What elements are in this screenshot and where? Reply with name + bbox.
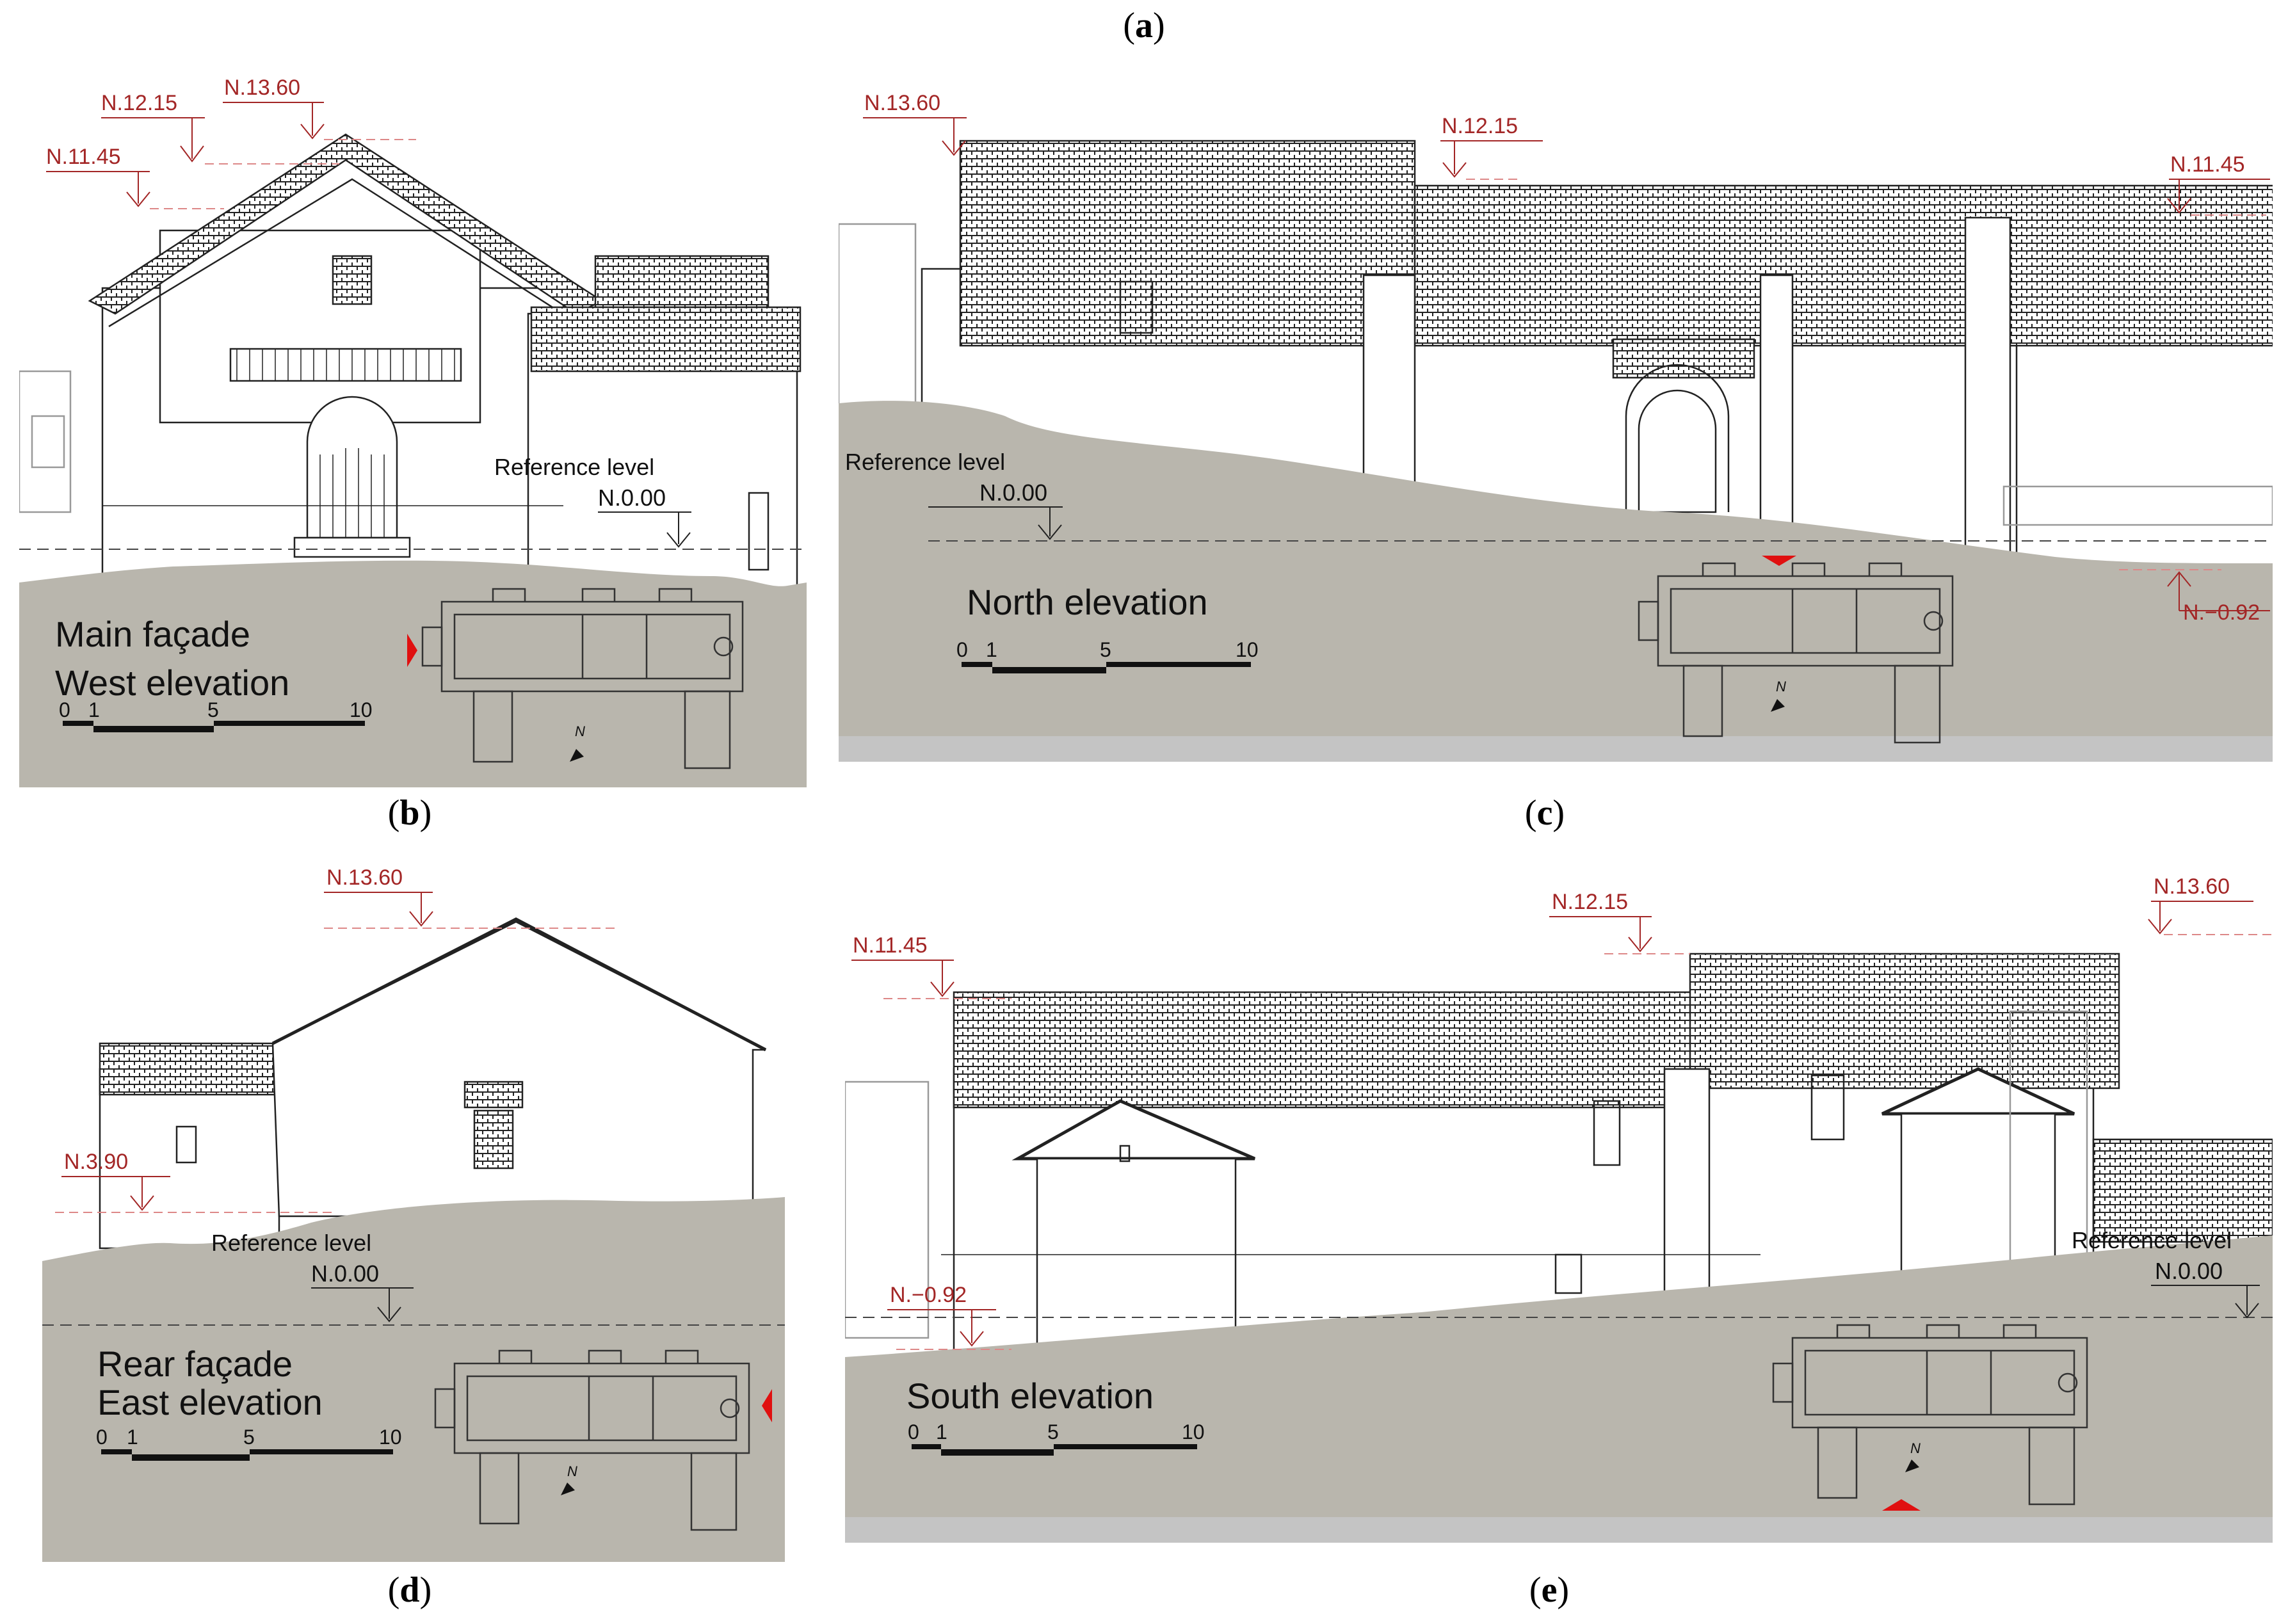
- svg-text:5: 5: [207, 698, 219, 721]
- level-marker-n11-45: N.11.45: [2167, 152, 2270, 216]
- svg-text:N.12.15: N.12.15: [101, 91, 177, 115]
- panel-c-title: North elevation: [967, 582, 1208, 622]
- svg-text:N.12.15: N.12.15: [1552, 890, 1628, 914]
- svg-text:5: 5: [243, 1426, 255, 1449]
- ground-fill: [839, 401, 2273, 762]
- caption-c: (c): [1524, 793, 1565, 833]
- view-direction-marker: [762, 1389, 772, 1422]
- svg-text:5: 5: [1100, 638, 1111, 661]
- svg-text:N: N: [1910, 1440, 1921, 1456]
- svg-text:1: 1: [127, 1426, 138, 1449]
- svg-text:1: 1: [986, 638, 997, 661]
- panel-b-west-elevation: N.12.15 N.13.60 N.11.45 Reference level …: [19, 70, 807, 787]
- svg-text:0: 0: [96, 1426, 108, 1449]
- svg-text:N.13.60: N.13.60: [326, 865, 403, 890]
- view-direction-marker: [1882, 1499, 1921, 1511]
- caption-d: (d): [387, 1570, 432, 1610]
- panel-e-title: South elevation: [906, 1376, 1154, 1416]
- svg-text:10: 10: [1182, 1420, 1205, 1443]
- svg-text:N.0.00: N.0.00: [311, 1260, 379, 1287]
- scale-bar: 0 1 5 10: [59, 698, 373, 732]
- svg-text:10: 10: [1236, 638, 1259, 661]
- panel-c-north-elevation: N.13.60 N.12.15 N.11.45 N.−0.92 Referenc…: [839, 70, 2273, 762]
- svg-text:1: 1: [88, 698, 100, 721]
- svg-text:5: 5: [1047, 1420, 1059, 1443]
- panel-b-title-line2: West elevation: [55, 663, 289, 703]
- panel-d-title-line2: East elevation: [97, 1382, 323, 1422]
- svg-text:N: N: [1776, 679, 1786, 695]
- view-direction-marker: [1762, 556, 1796, 566]
- level-marker-n11-45: N.11.45: [46, 145, 224, 209]
- svg-text:N.0.00: N.0.00: [2155, 1258, 2223, 1284]
- ground-fill: [42, 1197, 785, 1562]
- reference-level-marker: Reference level N.0.00: [494, 454, 691, 548]
- reference-level-marker: Reference level N.0.00: [2072, 1227, 2260, 1319]
- level-marker-n-minus-0-92: N.−0.92: [2119, 569, 2270, 625]
- svg-text:0: 0: [908, 1420, 919, 1443]
- level-marker-n12-15: N.12.15: [1549, 890, 1690, 954]
- key-plan: N: [1638, 562, 1954, 744]
- east-facade-drawing: [99, 917, 767, 1250]
- level-marker-n-minus-0-92: N.−0.92: [887, 1283, 1011, 1350]
- svg-text:N.11.45: N.11.45: [2170, 152, 2245, 177]
- panel-d-title-line1: Rear façade: [97, 1344, 293, 1384]
- svg-text:N.13.60: N.13.60: [864, 91, 940, 115]
- svg-text:N.11.45: N.11.45: [46, 145, 121, 169]
- svg-text:N.0.00: N.0.00: [598, 485, 666, 511]
- svg-text:N.11.45: N.11.45: [853, 933, 928, 958]
- caption-a: (a): [1123, 6, 1165, 45]
- level-marker-n13-60: N.13.60: [223, 76, 416, 140]
- svg-text:10: 10: [379, 1426, 402, 1449]
- reference-level-marker: Reference level N.0.00: [211, 1230, 414, 1323]
- level-marker-n11-45: N.11.45: [851, 933, 1011, 999]
- level-marker-n3-90: N.3.90: [55, 1150, 337, 1213]
- scale-bar: 0 1 5 10: [908, 1420, 1205, 1456]
- svg-text:N.−0.92: N.−0.92: [890, 1283, 967, 1307]
- panel-b-title-line1: Main façade: [55, 614, 250, 654]
- key-plan: N: [434, 1349, 750, 1531]
- svg-text:Reference level: Reference level: [494, 454, 654, 480]
- level-marker-n13-60: N.13.60: [863, 91, 967, 156]
- svg-text:10: 10: [350, 698, 373, 721]
- base-strip: [845, 1517, 2273, 1543]
- svg-text:Reference level: Reference level: [2072, 1227, 2232, 1253]
- svg-text:Reference level: Reference level: [211, 1230, 371, 1256]
- panel-d-east-elevation: N.13.60 N.3.90 Reference level N.0.00 Re…: [42, 858, 785, 1562]
- svg-text:Reference level: Reference level: [845, 449, 1005, 475]
- caption-b: (b): [387, 793, 432, 833]
- svg-text:N.3.90: N.3.90: [64, 1150, 128, 1174]
- reference-level-marker: Reference level N.0.00: [845, 449, 1063, 540]
- svg-text:0: 0: [59, 698, 70, 721]
- key-plan: N: [1772, 1324, 2088, 1506]
- level-marker-n13-60: N.13.60: [2148, 874, 2273, 935]
- svg-text:0: 0: [956, 638, 968, 661]
- panel-e-south-elevation: N.11.45 N.12.15 N.13.60 N.−0.92 Referenc…: [845, 871, 2273, 1543]
- level-marker-n12-15: N.12.15: [101, 91, 339, 165]
- caption-e: (e): [1529, 1570, 1570, 1610]
- key-plan: N: [421, 588, 744, 769]
- south-facade-drawing: [845, 953, 2273, 1352]
- base-strip: [839, 736, 2273, 762]
- level-marker-n12-15: N.12.15: [1440, 114, 1543, 180]
- svg-text:N.0.00: N.0.00: [979, 479, 1047, 506]
- svg-text:N.13.60: N.13.60: [224, 76, 300, 100]
- west-facade-drawing: [19, 133, 802, 590]
- svg-text:N.−0.92: N.−0.92: [2183, 600, 2260, 625]
- scale-bar: 0 1 5 10: [956, 638, 1259, 673]
- level-marker-n13-60: N.13.60: [324, 865, 618, 929]
- svg-text:N.13.60: N.13.60: [2154, 874, 2230, 899]
- view-direction-marker: [407, 634, 417, 667]
- svg-text:N.12.15: N.12.15: [1442, 114, 1518, 138]
- svg-text:1: 1: [936, 1420, 947, 1443]
- svg-text:N: N: [567, 1463, 577, 1479]
- svg-text:N: N: [575, 723, 585, 739]
- scale-bar: 0 1 5 10: [96, 1426, 402, 1461]
- ground-fill: [19, 560, 807, 787]
